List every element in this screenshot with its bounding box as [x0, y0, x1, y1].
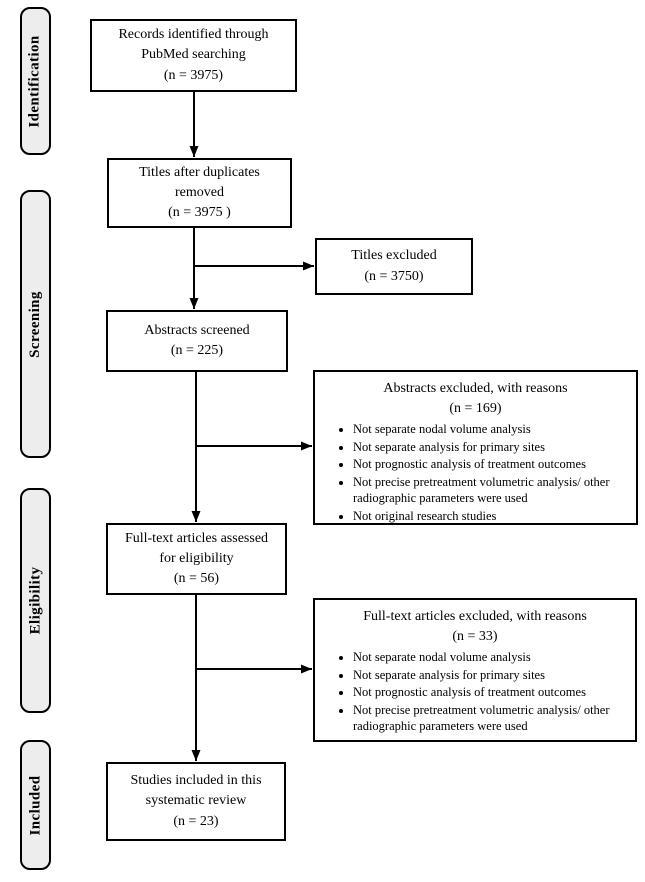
stage-identification-label: Identification: [27, 34, 43, 128]
reason-item: Not prognostic analysis of treatment out…: [353, 456, 624, 473]
reason-item: Not separate nodal volume analysis: [353, 649, 623, 666]
box-abstracts-excluded-title: Abstracts excluded, with reasons (n = 16…: [383, 381, 568, 416]
box-abstracts-screened-text: Abstracts screened (n = 225): [144, 322, 250, 358]
box-titles-after-duplicates-text: Titles after duplicates removed (n = 397…: [139, 164, 260, 221]
box-titles-excluded-text: Titles excluded (n = 3750): [351, 248, 437, 284]
reason-item: Not original research studies: [353, 508, 624, 525]
box-studies-included: Studies included in this systematic revi…: [106, 762, 286, 841]
stage-screening: Screening: [20, 190, 51, 458]
abstracts-excluded-reason-list: Not separate nodal volume analysisNot se…: [323, 421, 628, 524]
reason-item: Not separate analysis for primary sites: [353, 439, 624, 456]
stage-included-label: Included: [27, 775, 44, 835]
box-fulltext-excluded: Full-text articles excluded, with reason…: [313, 598, 637, 742]
box-studies-included-text: Studies included in this systematic revi…: [130, 773, 262, 829]
box-records-identified-text: Records identified through PubMed search…: [118, 27, 269, 83]
reason-item: Not prognostic analysis of treatment out…: [353, 684, 623, 701]
reason-item: Not separate nodal volume analysis: [353, 421, 624, 438]
stage-screening-label: Screening: [27, 290, 43, 358]
reason-item: Not precise pretreatment volumetric anal…: [353, 474, 624, 507]
box-fulltext-assessed-text: Full-text articles assessed for eligibil…: [124, 530, 269, 587]
stage-included: Included: [20, 740, 51, 870]
reason-item: Not precise pretreatment volumetric anal…: [353, 702, 623, 735]
box-abstracts-excluded: Abstracts excluded, with reasons (n = 16…: [313, 370, 638, 525]
box-titles-excluded: Titles excluded (n = 3750): [315, 238, 473, 295]
reason-item: Not separate analysis for primary sites: [353, 667, 623, 684]
box-abstracts-screened: Abstracts screened (n = 225): [106, 310, 288, 372]
stage-eligibility-label: Eligibility: [27, 566, 43, 635]
box-records-identified: Records identified through PubMed search…: [90, 19, 297, 92]
box-fulltext-excluded-title: Full-text articles excluded, with reason…: [363, 609, 587, 644]
stage-identification: Identification: [20, 7, 51, 155]
box-fulltext-assessed: Full-text articles assessed for eligibil…: [106, 523, 287, 595]
fulltext-excluded-reason-list: Not separate nodal volume analysisNot se…: [323, 649, 627, 735]
box-titles-after-duplicates: Titles after duplicates removed (n = 397…: [107, 158, 292, 228]
stage-eligibility: Eligibility: [20, 488, 51, 713]
